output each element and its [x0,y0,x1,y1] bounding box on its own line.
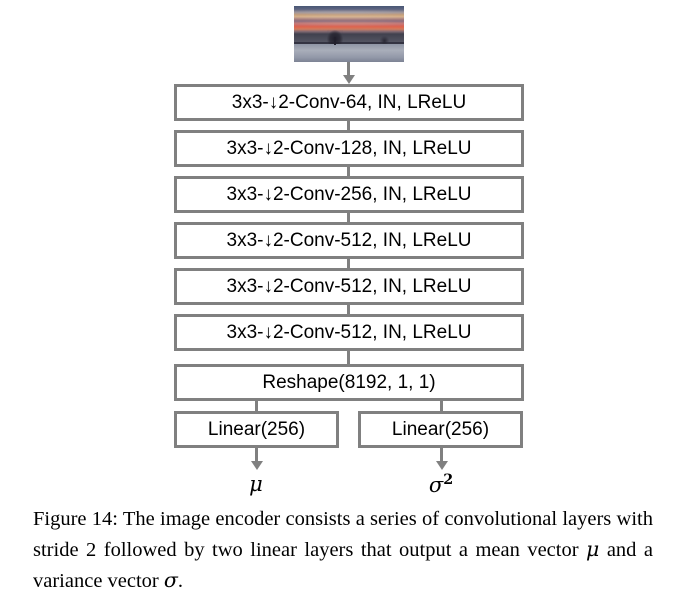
layer-connector [347,305,350,314]
output-arrow-head-sigma [435,461,448,470]
branch-connector-left [255,401,258,412]
layer-box-conv128[interactable]: 3x3-↓2-Conv-128, IN, LReLU [174,130,524,167]
caption-symbol-mu: μ [586,537,600,561]
output-arrow-shaft-sigma [440,448,443,464]
thumbnail-tree-trunk [334,37,336,45]
output-symbol-mu-glyph: μ [249,472,263,496]
layer-box-conv256[interactable]: 3x3-↓2-Conv-256, IN, LReLU [174,176,524,213]
layer-label: 3x3-↓2-Conv-512, IN, LReLU [226,230,472,251]
layer-box-conv512-a[interactable]: 3x3-↓2-Conv-512, IN, LReLU [174,222,524,259]
head-label: Linear(256) [391,419,490,440]
thumbnail-horizon-line [294,42,404,45]
layer-box-conv512-b[interactable]: 3x3-↓2-Conv-512, IN, LReLU [174,268,524,305]
output-symbol-sigma-squared: σ2 [411,472,471,497]
layer-label: 3x3-↓2-Conv-256, IN, LReLU [226,184,472,205]
layer-connector [347,259,350,268]
layer-label: 3x3-↓2-Conv-512, IN, LReLU [226,276,472,297]
thumbnail-cloud-band [294,16,404,19]
layer-box-conv512-c[interactable]: 3x3-↓2-Conv-512, IN, LReLU [174,314,524,351]
thumbnail-cloud-band [294,11,404,14]
layer-box-conv64[interactable]: 3x3-↓2-Conv-64, IN, LReLU [174,84,524,121]
caption-text-part3: . [177,570,184,592]
output-symbol-sigma-glyph: σ [428,473,444,497]
head-label: Linear(256) [207,419,306,440]
head-box-linear-sigma[interactable]: Linear(256) [358,411,523,448]
layer-label: 3x3-↓2-Conv-128, IN, LReLU [226,138,472,159]
caption-label: Figure 14: [33,508,118,530]
layer-connector [347,213,350,222]
head-box-linear-mu[interactable]: Linear(256) [174,411,339,448]
output-symbol-mu: μ [226,472,286,496]
thumbnail-tree-secondary [380,36,389,44]
input-arrow-head [342,75,355,84]
input-image-thumbnail [294,6,404,62]
thumbnail-snow-field [294,44,404,62]
branch-connector-right [440,401,443,412]
layer-box-reshape[interactable]: Reshape(8192, 1, 1) [174,364,524,401]
thumbnail-cloud-band [294,22,404,25]
layer-connector [347,351,350,365]
figure-caption: Figure 14: The image encoder consists a … [33,504,653,596]
output-arrow-shaft-mu [255,448,258,464]
layer-connector [347,121,350,130]
layer-label: 3x3-↓2-Conv-64, IN, LReLU [231,92,467,113]
thumbnail-cloud-band [294,29,404,32]
caption-text-part1: The image encoder consists a series of c… [33,508,653,561]
layer-connector [347,167,350,176]
figure-diagram: 3x3-↓2-Conv-64, IN, LReLU 3x3-↓2-Conv-12… [174,6,524,497]
output-arrow-head-mu [250,461,263,470]
layer-label: Reshape(8192, 1, 1) [262,372,436,393]
caption-text-part2: and a variance vector [33,539,653,592]
caption-symbol-sigma: σ [163,568,178,592]
output-symbol-sigma-exponent: 2 [443,472,454,488]
input-arrow-shaft [347,62,350,79]
layer-label: 3x3-↓2-Conv-512, IN, LReLU [226,322,472,343]
